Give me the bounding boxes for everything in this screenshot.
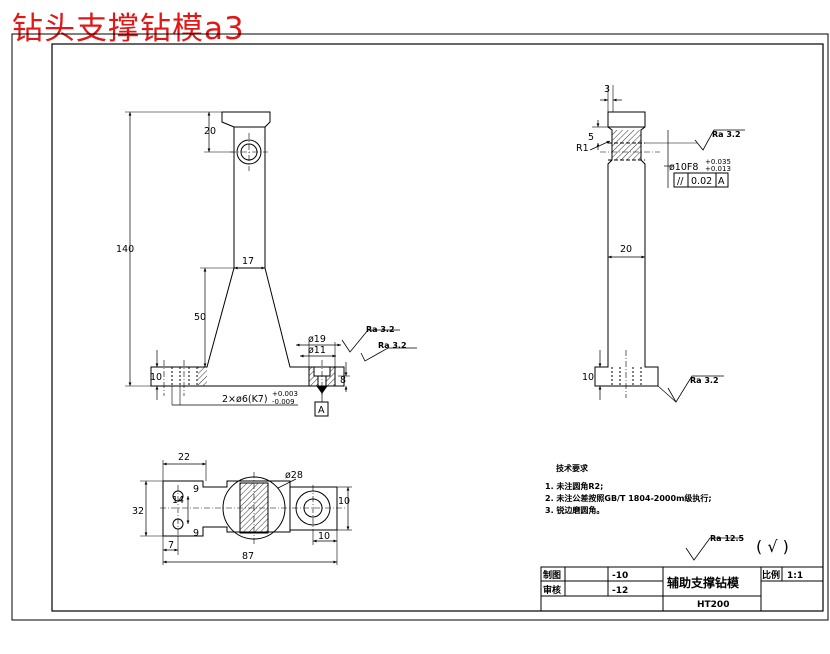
general-roughness-symbol bbox=[685, 537, 742, 561]
tolerance-frame bbox=[673, 172, 729, 188]
datum-a-box bbox=[314, 401, 329, 417]
title-block-part-name: 辅助支撑钻模 bbox=[667, 575, 740, 590]
fit-tol-lower: +0.013 bbox=[705, 165, 731, 173]
dim-overall-height: 140 bbox=[116, 244, 134, 255]
dim-top-height: 32 bbox=[132, 506, 144, 517]
dim-counterbore-depth: 8 bbox=[340, 375, 346, 386]
side-roughness-top: Ra 3.2 bbox=[712, 130, 741, 139]
front-roughness-1: Ra 3.2 bbox=[366, 325, 395, 334]
tech-note-3: 3. 锐边磨圆角。 bbox=[545, 505, 604, 515]
tol-frame-value: 0.02 bbox=[691, 176, 712, 187]
title-block-scale-label: 比例 bbox=[762, 569, 780, 581]
front-roughness-2: Ra 3.2 bbox=[378, 341, 407, 350]
title-block-drawn-value: -10 bbox=[612, 571, 628, 581]
dim-left-width: 22 bbox=[178, 452, 190, 463]
fit-tol-upper: +0.035 bbox=[705, 158, 731, 166]
dim-offset-b: 9 bbox=[193, 528, 199, 539]
side-view bbox=[589, 85, 745, 403]
dim-neck-width: 17 bbox=[242, 256, 254, 267]
dim-taper-height: 50 bbox=[194, 312, 206, 323]
front-view-outline bbox=[150, 111, 345, 387]
dim-hole-dia: ø11 bbox=[308, 345, 326, 356]
dim-offset-a: 9 bbox=[193, 484, 199, 495]
top-view-outline bbox=[162, 480, 291, 537]
dim-side-base-height: 10 bbox=[582, 372, 594, 383]
title-block-material: HT200 bbox=[697, 600, 729, 610]
general-roughness-bracket: ( √ ) bbox=[756, 537, 789, 556]
holes-tol-lower: -0.009 bbox=[272, 398, 295, 406]
general-roughness-value: Ra 12.5 bbox=[710, 534, 745, 543]
tech-note-2: 2. 未注公差按照GB/T 1804-2000m级执行; bbox=[545, 493, 712, 503]
front-view bbox=[125, 111, 417, 417]
top-view bbox=[140, 460, 352, 565]
dim-top-height: 20 bbox=[204, 126, 216, 137]
tech-notes-heading: 技术要求 bbox=[556, 463, 589, 473]
dim-overall-length: 87 bbox=[242, 551, 254, 562]
dim-fillet: R1 bbox=[576, 143, 589, 154]
title-block-drawn-label: 制图 bbox=[543, 569, 561, 581]
inner-border bbox=[51, 43, 824, 612]
tech-note-1: 1. 未注圆角R2; bbox=[545, 481, 603, 491]
dim-left-offset: 7 bbox=[168, 540, 174, 551]
side-roughness-base: Ra 3.2 bbox=[690, 376, 719, 385]
title-block bbox=[540, 566, 824, 612]
sheet-title: 钻头支撑钻模a3 bbox=[12, 11, 245, 47]
datum-a-label: A bbox=[318, 405, 325, 416]
dim-top-offset: 3 bbox=[604, 84, 610, 95]
dim-side-width: 20 bbox=[620, 244, 632, 255]
dim-right-height: 10 bbox=[338, 496, 350, 507]
tol-frame-symbol: // bbox=[677, 176, 684, 187]
holes-callout: 2×ø6(K7) bbox=[222, 394, 268, 405]
dim-hole-spacing: 14 bbox=[172, 495, 184, 506]
outer-border bbox=[11, 33, 829, 621]
dim-slot-depth: 5 bbox=[588, 132, 594, 143]
dim-counterbore-dia: ø19 bbox=[308, 334, 326, 345]
dim-right-offset: 10 bbox=[318, 531, 330, 542]
title-block-checked-label: 审核 bbox=[543, 584, 561, 596]
dim-base-height: 10 bbox=[150, 372, 162, 383]
fit-callout: ø10F8 bbox=[669, 162, 698, 173]
dim-circle-dia: ø28 bbox=[285, 470, 303, 481]
tol-frame-datum: A bbox=[718, 176, 725, 187]
holes-tol-upper: +0.003 bbox=[272, 390, 298, 398]
title-block-scale-value: 1:1 bbox=[787, 571, 803, 581]
title-block-checked-value: -12 bbox=[612, 586, 628, 596]
